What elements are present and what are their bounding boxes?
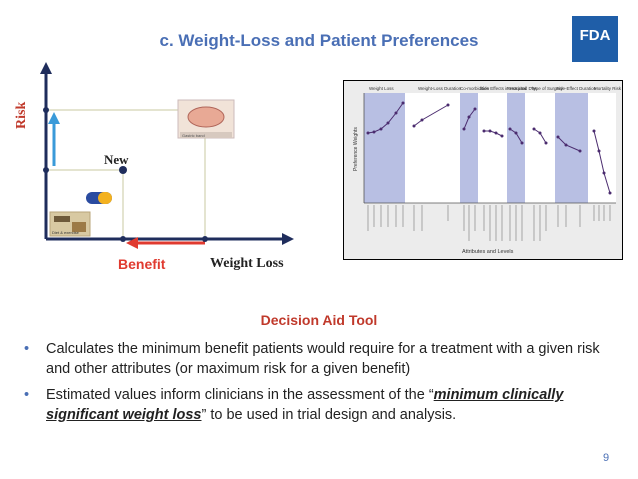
bullet-text-1: Calculates the minimum benefit patients … [46, 341, 600, 377]
bullet-text-2: Estimated values inform clinicians in th… [46, 385, 614, 425]
decision-aid-heading: Decision Aid Tool [260, 312, 378, 328]
bullet-text-2-post: ” to be used in trial design and analysi… [201, 407, 457, 423]
attr-type-of-surgery: Type of Surgery [531, 86, 564, 91]
pref-chart-y-label: Preference Weights [353, 127, 359, 171]
x-axis-arrow [282, 233, 294, 245]
gastric-band-caption: Gastric band [182, 133, 205, 138]
diet-exercise-caption: Diet & exercise [52, 230, 80, 235]
band-comorbidities [460, 93, 478, 203]
risk-benefit-diagram: Gastric band Diet & exercise [40, 62, 294, 249]
bullet-item-1: • Calculates the minimum benefit patient… [24, 339, 614, 379]
attr-restricted-diet: Restricted Diet [507, 86, 537, 91]
fda-logo-text: FDA [579, 27, 611, 44]
risk-axis-label: Risk [14, 101, 29, 129]
band-weight-loss [364, 93, 405, 203]
bullet-item-2: • Estimated values inform clinicians in … [24, 385, 614, 425]
attr-mortality-risk: Mortality Risk [594, 86, 622, 91]
point-x-new [120, 236, 126, 242]
point-y-new [43, 167, 49, 173]
y-axis-arrow [40, 62, 52, 74]
bullet-dot: • [24, 387, 30, 403]
gastric-band-image: Gastric band [177, 99, 235, 139]
benefit-arrow-head [126, 237, 138, 249]
attr-weight-loss-duration: Weight-Loss Duration [418, 86, 462, 91]
new-point [119, 166, 127, 174]
pref-chart-x-label: Attributes and Levels [462, 249, 514, 255]
attr-side-effects: Side Effects in Hospital [480, 86, 526, 91]
diet-exercise-image: Diet & exercise [49, 211, 91, 237]
preference-weights-chart: Weight Loss Weight-Loss Duration Co-morb… [343, 80, 623, 260]
bullet-dot: • [24, 341, 30, 357]
slide-title: c. Weight-Loss and Patient Preferences [159, 31, 479, 50]
band-restricted-diet [507, 93, 525, 203]
band-side-effect-duration [555, 93, 588, 203]
weight-loss-axis-label: Weight Loss [210, 256, 284, 271]
line-side-effects [484, 130, 503, 137]
page-number: 9 [603, 452, 610, 464]
attr-weight-loss: Weight Loss [369, 86, 394, 91]
preference-weights-plot: Weight Loss Weight-Loss Duration Co-morb… [353, 86, 622, 255]
risk-arrow-head [48, 112, 60, 124]
line-mortality-risk [593, 130, 611, 194]
pill-image [86, 192, 112, 204]
benefit-label: Benefit [118, 256, 166, 272]
attr-side-effect-duration: Side-Effect Duration [556, 86, 597, 91]
new-treatment-label: New [104, 152, 129, 167]
attr-comorbidities: Co-morbidities [460, 86, 490, 91]
point-y-top [43, 107, 49, 113]
fda-logo: FDA [572, 16, 618, 62]
bullet-text-2-pre: Estimated values inform clinicians in th… [46, 387, 434, 403]
point-x-right [202, 236, 208, 242]
bullet-text-2-emphasis: minimum clinically significant weight lo… [46, 387, 564, 423]
